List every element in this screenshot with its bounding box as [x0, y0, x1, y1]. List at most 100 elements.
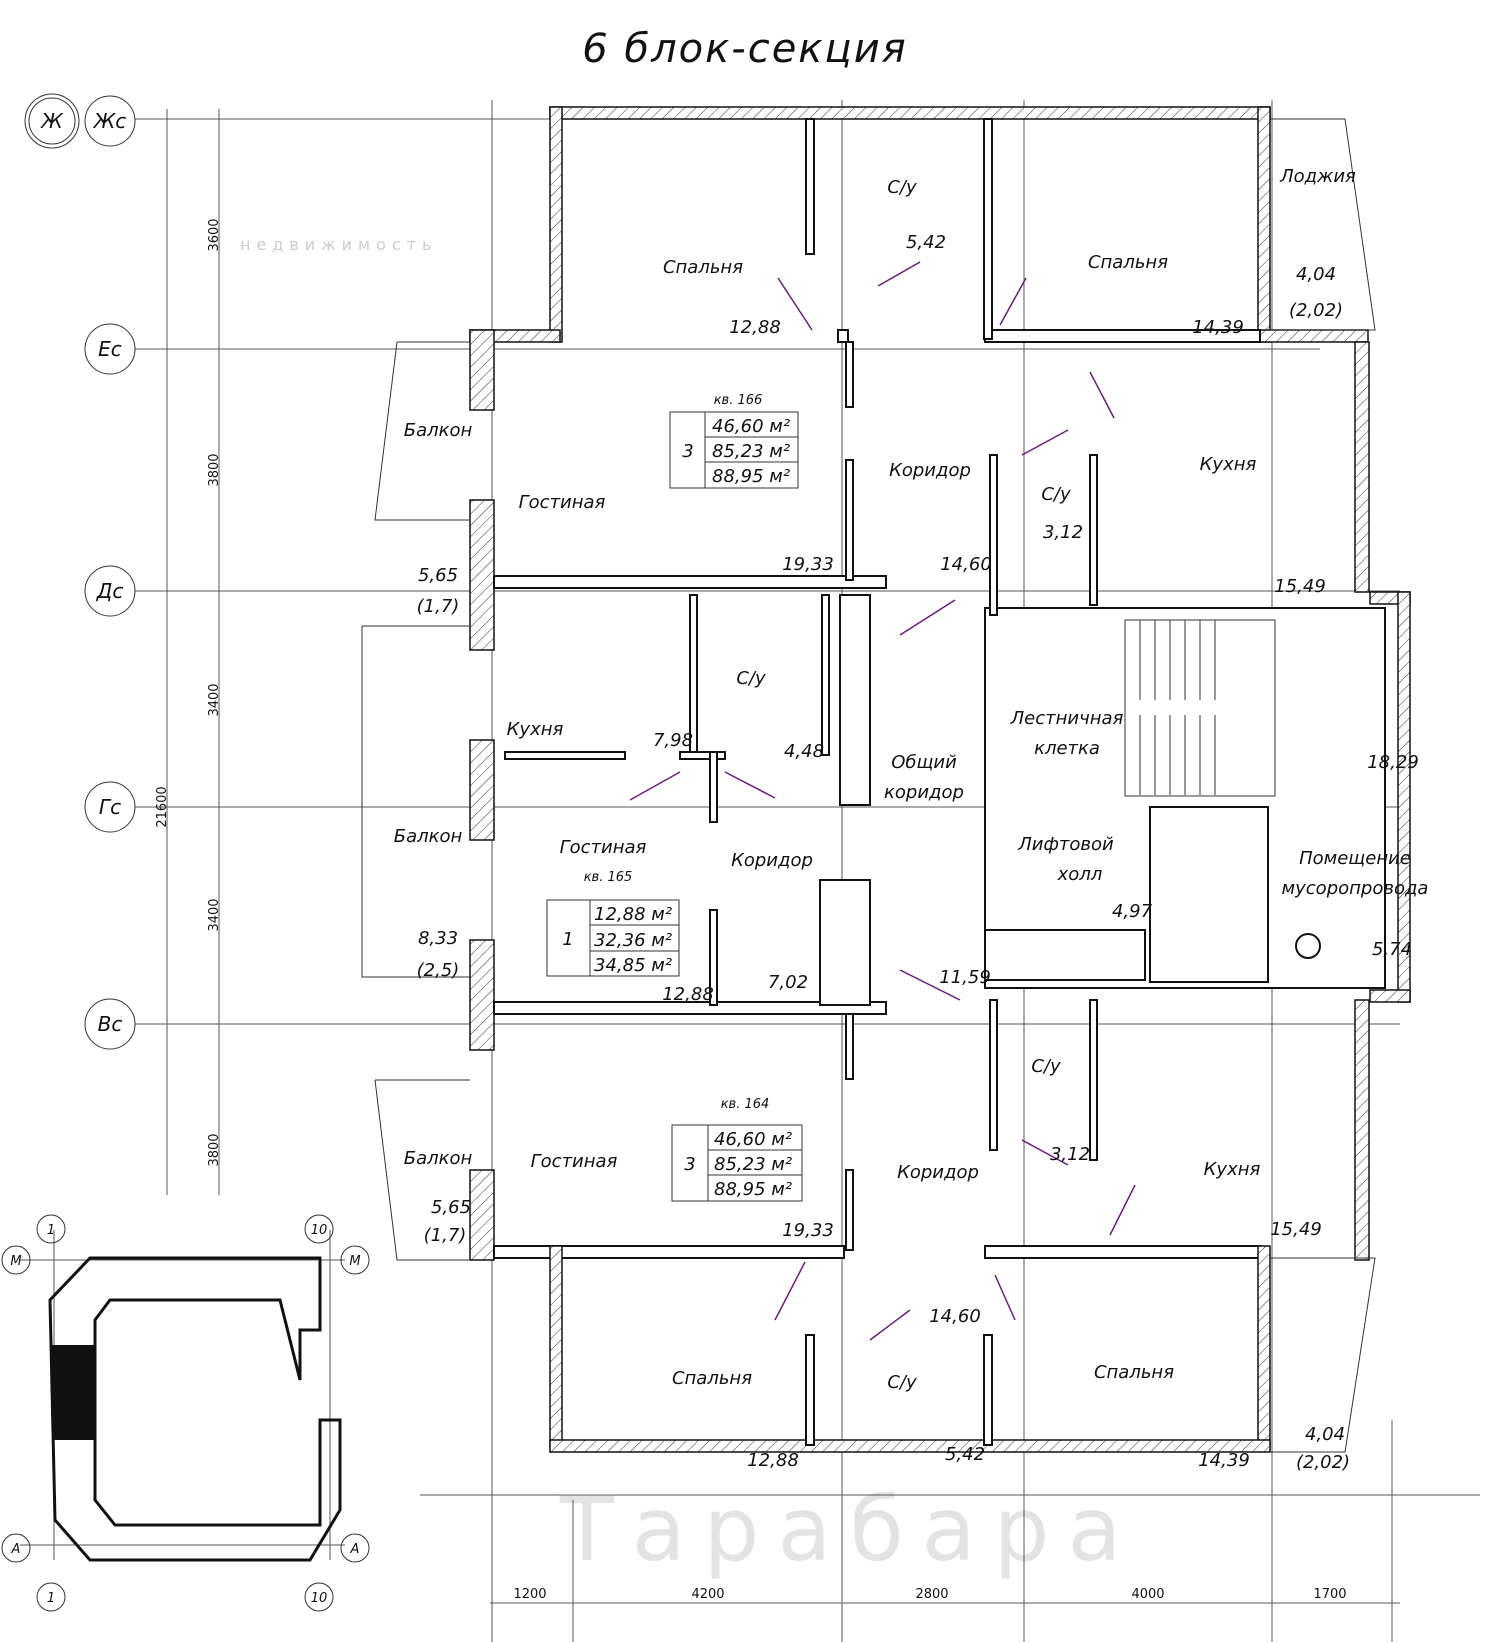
area-total: 32,36 м² [594, 930, 672, 951]
room-area-reduced: (1,7) [417, 596, 460, 617]
axis-label: 10 [311, 1591, 328, 1606]
axis-label: 10 [311, 1223, 328, 1238]
room-label: Коридор [897, 1162, 979, 1183]
area-living: 12,88 м² [594, 904, 672, 925]
dim-label: 3400 [207, 683, 222, 716]
room-area: 12,88 [747, 1450, 799, 1471]
dim-label: 4000 [1131, 1587, 1164, 1602]
room-label: С/у [1031, 1056, 1061, 1077]
page-title: 6 блок-секция [582, 26, 908, 72]
dim-label: 3800 [207, 1133, 222, 1166]
room-label: Балкон [404, 1148, 473, 1169]
area-living: 46,60 м² [714, 1129, 792, 1150]
axis-label: Дс [96, 579, 124, 603]
room-label: Спальня [1094, 1362, 1174, 1383]
room-label: Коридор [731, 850, 813, 871]
dim-label: 3400 [207, 898, 222, 931]
room-label: Спальня [1088, 252, 1168, 273]
room-area: 3,12 [1043, 522, 1083, 543]
room-area: 5,74 [1372, 939, 1412, 960]
axis-label: Ж [39, 109, 64, 133]
room-label: Балкон [394, 826, 463, 847]
room-area: 4,48 [784, 741, 824, 762]
room-area: 4,04 [1296, 264, 1336, 285]
vertical-dimensions: 3600 3800 3400 3400 3800 21600 [155, 218, 222, 1166]
room-label: Кухня [507, 719, 564, 740]
room-label: Спальня [663, 257, 743, 278]
room-area: 14,39 [1192, 317, 1244, 338]
apartment-165-info: кв. 165 1 12,88 м² 32,36 м² 34,85 м² [546, 870, 680, 977]
watermark-sub: недвижимость [240, 235, 437, 254]
room-area: 3,12 [1050, 1144, 1090, 1165]
apartment-number: кв. 166 [714, 393, 763, 408]
room-area: 14,60 [929, 1306, 981, 1327]
room-label: коридор [884, 782, 964, 803]
room-label: Кухня [1200, 454, 1257, 475]
axis-label: Вс [98, 1012, 123, 1036]
room-label: Балкон [404, 420, 473, 441]
axis-label: 1 [47, 1223, 55, 1238]
room-area: 11,59 [939, 967, 991, 988]
dim-label: 3600 [207, 218, 222, 251]
dim-label: 2800 [915, 1587, 948, 1602]
apartment-166-info: кв. 166 3 46,60 м² 85,23 м² 88,95 м² [669, 393, 799, 489]
axis-label: М [349, 1254, 360, 1269]
room-label: Гостиная [519, 492, 606, 513]
room-area: 14,39 [1198, 1450, 1250, 1471]
room-label: мусоропровода [1282, 878, 1429, 899]
room-label: Гостиная [560, 837, 647, 858]
axis-label: Гс [99, 795, 121, 819]
room-area: 5,65 [431, 1197, 471, 1218]
apartment-166-labels: Спальня 12,88 С/у 5,42 Спальня 14,39 Лод… [404, 166, 1356, 617]
room-label: Общий [891, 752, 957, 773]
common-area-labels: Общий коридор Лестничная клетка 18,29 Ли… [884, 708, 1428, 988]
area-with-balcony: 34,85 м² [594, 955, 672, 976]
room-area: 12,88 [729, 317, 781, 338]
axis-label: Жс [92, 109, 127, 133]
axis-label: А [11, 1542, 21, 1557]
apartment-number: кв. 165 [584, 870, 633, 885]
axis-label: Ес [98, 337, 122, 361]
room-area: 4,97 [1112, 901, 1153, 922]
room-area: 12,88 [662, 984, 714, 1005]
room-label: С/у [887, 1372, 917, 1393]
room-area: 8,33 [418, 928, 458, 949]
area-total: 85,23 м² [714, 1154, 792, 1175]
dim-label: 1200 [513, 1587, 546, 1602]
room-area: 7,98 [653, 730, 693, 751]
room-area: 15,49 [1270, 1219, 1322, 1240]
room-area: 18,29 [1367, 752, 1419, 773]
room-area: 19,33 [782, 1220, 834, 1241]
room-area: 4,04 [1305, 1424, 1345, 1445]
axis-label: М [10, 1254, 21, 1269]
room-area: 7,02 [768, 972, 808, 993]
room-area: 15,49 [1274, 576, 1326, 597]
room-area: 5,42 [906, 232, 946, 253]
apartment-165-labels: Кухня 7,98 С/у 4,48 Гостиная Коридор Бал… [394, 668, 824, 1005]
room-area: 5,42 [945, 1444, 985, 1465]
apartment-164-info: кв. 164 3 46,60 м² 85,23 м² 88,95 м² [671, 1097, 803, 1202]
area-total: 85,23 м² [712, 441, 790, 462]
axis-label: А [350, 1542, 360, 1557]
room-label: С/у [887, 177, 917, 198]
watermark: Тарабара [559, 1478, 1139, 1581]
apartment-164-labels: Балкон Гостиная 5,65 (1,7) 19,33 Коридор… [404, 1056, 1350, 1473]
axis-label: 1 [47, 1591, 55, 1606]
room-label: Спальня [672, 1368, 752, 1389]
dim-label: 1700 [1313, 1587, 1346, 1602]
room-area: 14,60 [940, 554, 992, 575]
walls [361, 106, 1411, 1453]
room-label: Помещение [1299, 848, 1411, 869]
room-label: Лифтовой [1017, 834, 1114, 855]
room-label: С/у [1041, 484, 1071, 505]
room-area: 19,33 [782, 554, 834, 575]
room-area-reduced: (2,02) [1296, 1452, 1350, 1473]
room-label: С/у [736, 668, 766, 689]
area-with-balcony: 88,95 м² [714, 1179, 792, 1200]
room-count: 1 [562, 929, 573, 950]
room-label: клетка [1034, 738, 1100, 759]
dim-label: 21600 [155, 786, 170, 827]
horizontal-dimensions: 1200 4200 2800 4000 1700 [513, 1587, 1346, 1602]
